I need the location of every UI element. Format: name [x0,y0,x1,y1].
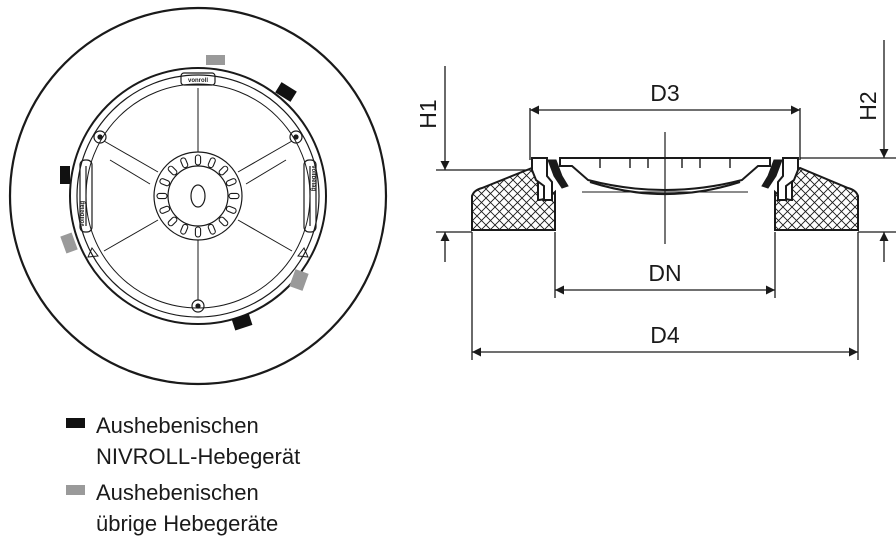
concrete-ring-left [471,166,556,231]
h1-label: H1 [415,99,441,128]
hub-slot [207,223,216,235]
hub-slot [194,154,202,166]
hub-slot [180,157,189,169]
other-notch [289,269,309,291]
d4-label: D4 [650,322,680,348]
frame-left [531,157,553,201]
legend-swatch-black [66,418,85,428]
technical-drawing: vonroll Vollbelag Vollbelag [8,6,896,386]
hub-slot [218,165,229,176]
cover-inner-rim [76,74,320,318]
hub-slot [225,178,237,187]
hub-slot [207,157,216,169]
d3-label: D3 [650,80,679,106]
cover-ribs [599,158,731,168]
frame-right [777,157,799,201]
concrete-ring-right [774,166,859,231]
nivroll-notch [60,166,70,184]
hub-slot [180,223,189,235]
other-notch [206,55,225,65]
bolt-holes [93,130,303,313]
side-marking-left: Vollbelag [80,201,86,228]
frame-left-lip [547,159,569,189]
lifting-notches-other [60,55,309,291]
legend-swatch-grey [66,485,85,495]
hub-slot [167,216,178,227]
brand-plate [180,72,216,86]
cover-outer-rim [69,67,327,325]
h2-label: H2 [855,91,881,120]
legend-line1: Aushebenischen [96,480,259,505]
hub-slot [156,192,168,200]
side-marking-right: Vollbelag [310,165,316,192]
nivroll-notch [275,82,297,102]
cover-section [559,157,771,191]
hub-slot [194,226,202,238]
legend-line2: übrige Hebegeräte [96,511,279,536]
ring-triangles [87,247,309,258]
hub-slot [228,192,240,200]
lifting-notches-nivroll [60,82,297,331]
section-view [471,132,859,244]
legend-text-nivroll: Aushebenischen NIVROLL-Hebegerät [96,410,300,472]
other-notch [60,232,78,254]
outer-frame-circle [8,6,388,386]
hub-slot [159,205,171,214]
hub-slot [167,165,178,176]
plan-view [8,6,388,386]
side-straps [79,159,317,233]
legend-line1: Aushebenischen [96,413,259,438]
hub-slot [159,178,171,187]
hub-slot [218,216,229,227]
dn-label: DN [648,260,681,286]
cover-spokes [103,88,293,300]
hub-slot [225,205,237,214]
legend-text-other: Aushebenischen übrige Hebegeräte [96,477,278,539]
dimension-lines [436,40,896,360]
center-hub [153,151,243,241]
nivroll-notch [231,313,253,331]
legend-line2: NIVROLL-Hebegerät [96,444,301,469]
frame-right-lip [761,159,783,189]
brand-marking: vonroll [188,78,208,84]
